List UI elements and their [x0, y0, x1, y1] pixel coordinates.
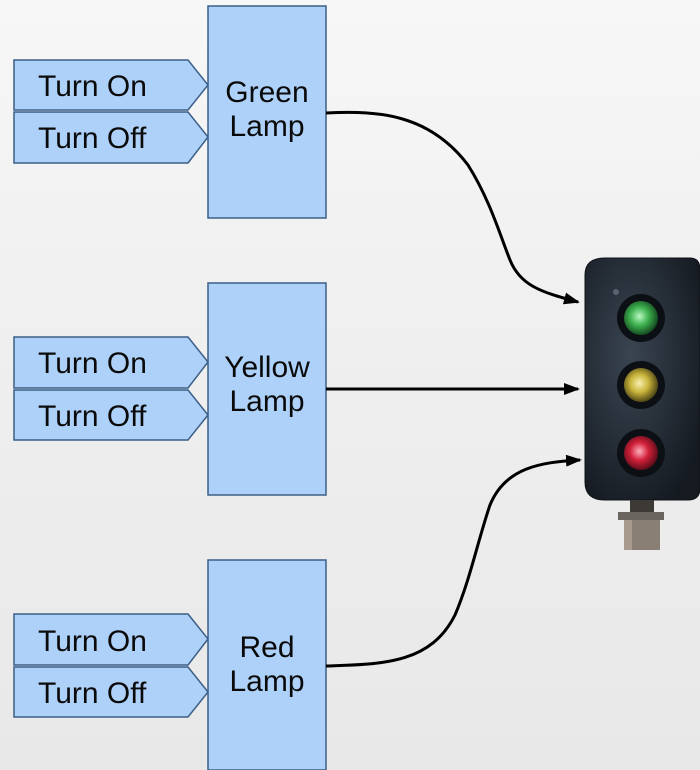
- red-turn-off-label: Turn Off: [38, 677, 147, 710]
- signal-post-highlight: [624, 520, 632, 550]
- green-lamp-label-line2: Lamp: [229, 110, 304, 143]
- green-lamp-label-line1: Green: [225, 76, 308, 109]
- yellow-lamp-controller: Yellow Lamp Turn On Turn Off: [13, 282, 327, 496]
- red-turn-on-label: Turn On: [38, 625, 147, 658]
- signal-collar: [618, 512, 664, 520]
- green-turn-off-input[interactable]: Turn Off: [13, 111, 209, 164]
- yellow-turn-on-label: Turn On: [38, 347, 147, 380]
- green-output-wire: [325, 110, 580, 305]
- signal-screw-icon: [613, 289, 619, 295]
- yellow-turn-off-input[interactable]: Turn Off: [13, 389, 209, 441]
- yellow-lamp-light: [624, 368, 658, 402]
- yellow-lamp-label-line1: Yellow: [224, 351, 310, 384]
- red-lamp-label-line1: Red: [239, 631, 294, 664]
- green-turn-on-label: Turn On: [38, 70, 147, 103]
- yellow-turn-on-input[interactable]: Turn On: [13, 336, 209, 389]
- signal-bracket: [630, 500, 654, 514]
- red-turn-off-input[interactable]: Turn Off: [13, 666, 209, 718]
- green-turn-on-input[interactable]: Turn On: [13, 59, 209, 111]
- traffic-light: [584, 257, 700, 550]
- yellow-lamp-label-line2: Lamp: [229, 385, 304, 418]
- red-turn-on-input[interactable]: Turn On: [13, 613, 209, 666]
- red-lamp-block: [207, 559, 327, 770]
- red-lamp-controller: Red Lamp Turn On Turn Off: [13, 559, 327, 770]
- red-output-wire: [325, 454, 582, 668]
- red-lamp-light: [624, 436, 658, 470]
- green-lamp-light: [624, 301, 658, 335]
- red-lamp-label-line2: Lamp: [229, 665, 304, 698]
- yellow-turn-off-label: Turn Off: [38, 400, 147, 433]
- green-lamp-block: [207, 5, 327, 219]
- green-turn-off-label: Turn Off: [38, 122, 147, 155]
- green-lamp-controller: Green Lamp Turn On Turn Off: [13, 5, 327, 219]
- yellow-lamp-block: [207, 282, 327, 496]
